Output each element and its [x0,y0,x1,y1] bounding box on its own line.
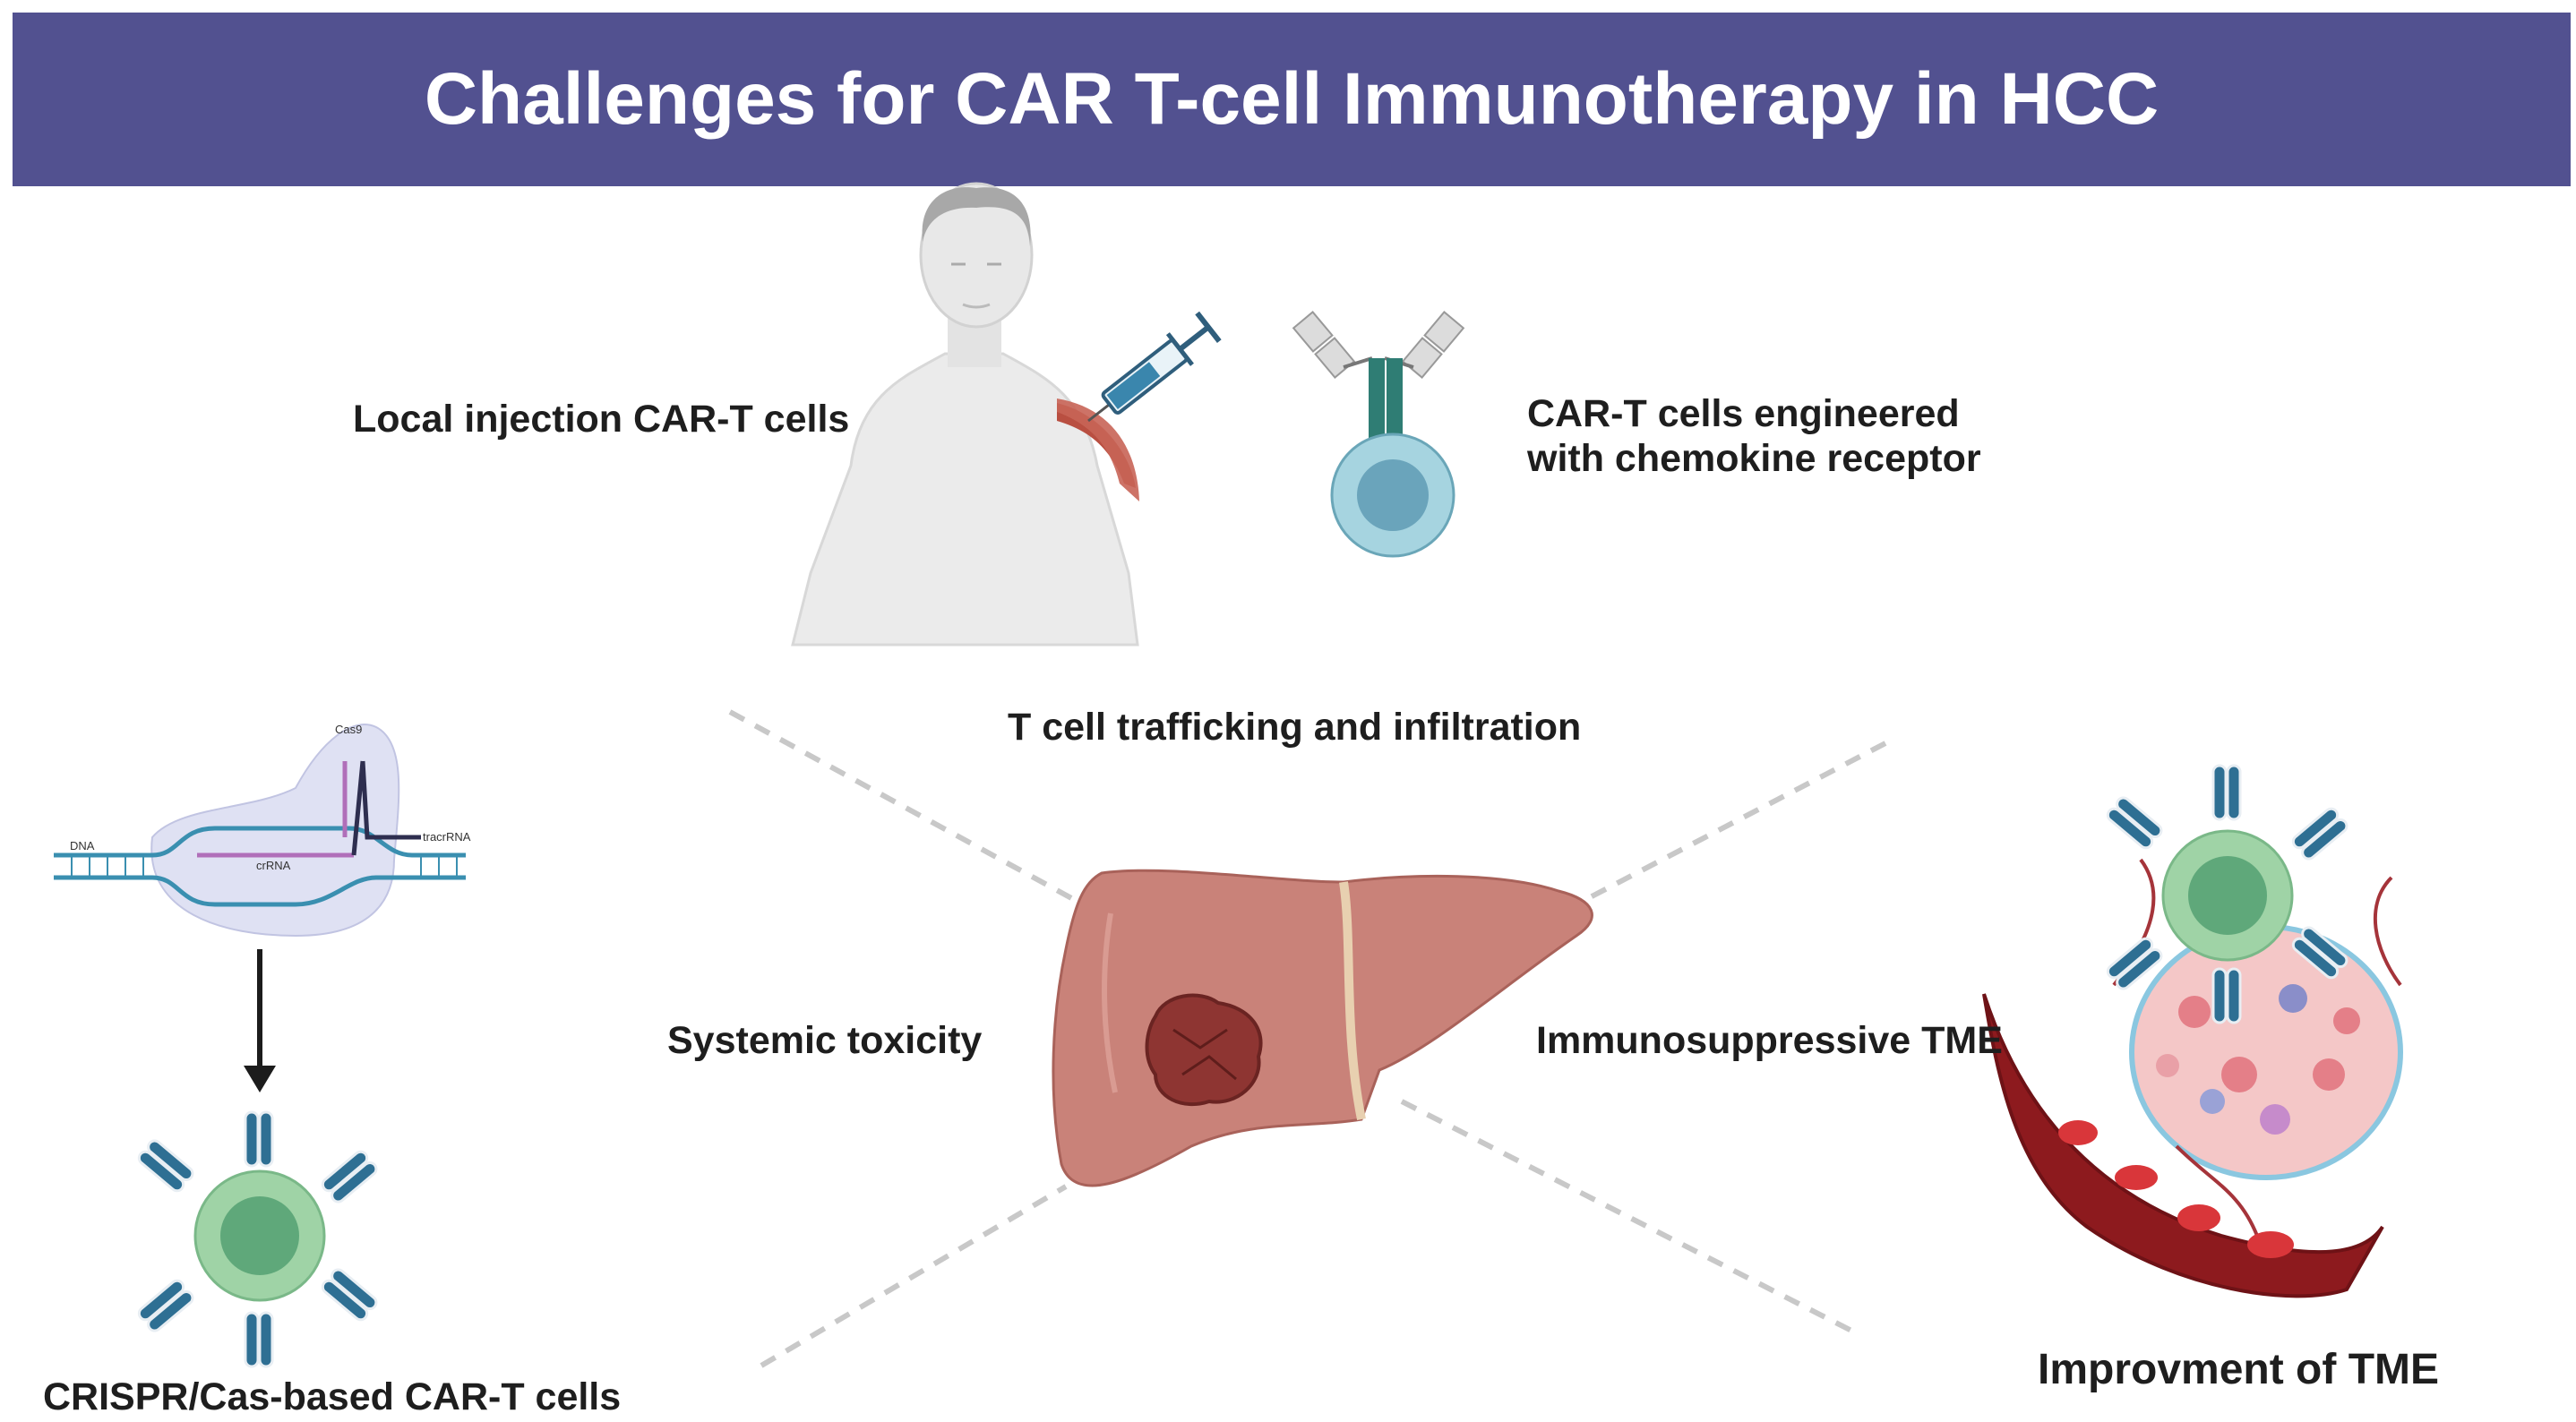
connector-line-bottom-right [1400,1099,1860,1337]
systemic-toxicity-label: Systemic toxicity [667,1019,983,1062]
cas9-label: Cas9 [335,723,363,736]
connector-line-top-right [1575,741,1887,907]
t-cell-icon-top [1330,433,1455,558]
page-title: Challenges for CAR T-cell Immunotherapy … [424,58,2160,140]
arrow-down-icon [244,949,276,1092]
crispr-car-t-cell-icon [135,1110,381,1368]
tme-car-t-cell-icon [2104,764,2351,1024]
blood-vessel-icon [1982,993,2384,1298]
liver-icon [1052,869,1593,1187]
immunosuppressive-label: Immunosuppressive TME [1536,1019,2003,1062]
crrna-label: crRNA [256,859,291,872]
improvement-label: Improvment of TME [2038,1346,2440,1393]
connector-line-bottom-left [760,1184,1068,1368]
crispr-car-t-label: CRISPR/Cas-based CAR-T cells [43,1375,622,1418]
trafficking-label: T cell trafficking and infiltration [1008,706,1582,749]
connector-lines [728,709,1887,1368]
tumor-icon [1145,993,1263,1107]
car-receptor-icon [1292,311,1465,439]
dna-icon [54,760,466,907]
crispr-dna-ticks [71,855,458,878]
tracrrna-label: tracrRNA [423,830,471,844]
connector-line-top-left [728,709,1077,903]
chemokine-label-line2: with chemokine receptor [1527,437,1981,480]
tumor-tissue-icon [2112,858,2403,1237]
syringe-icon [1087,311,1222,423]
title-banner: Challenges for CAR T-cell Immunotherapy … [13,13,2571,186]
dna-label: DNA [70,839,95,852]
local-injection-label: Local injection CAR-T cells [353,398,850,441]
chemokine-label-line1: CAR-T cells engineered [1527,392,1960,435]
human-figure-icon [791,182,1139,647]
